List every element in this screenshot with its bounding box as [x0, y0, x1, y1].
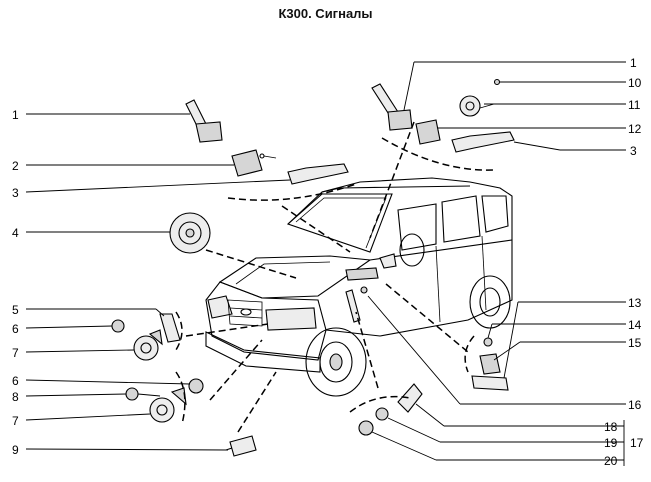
callout-14: 14 [628, 318, 642, 332]
part-17-wire [345, 286, 368, 323]
part-14-screw [483, 337, 493, 347]
part-2-switch-bracket [231, 149, 277, 177]
part-12-switch-housing [415, 119, 441, 145]
callout-20: 20 [604, 454, 618, 468]
callout-8: 8 [12, 390, 19, 404]
callout-10: 10 [628, 76, 642, 90]
part-5-bracket [159, 313, 181, 343]
callout-16: 16 [628, 398, 642, 412]
part-16-horn-button [345, 267, 379, 281]
car-illustration [205, 177, 513, 397]
callout-1: 1 [630, 56, 637, 70]
part-6-nut-bottom [188, 378, 204, 394]
part-13-bracket [471, 375, 509, 391]
part-4-horn-round [169, 212, 211, 254]
callout-12: 12 [628, 122, 642, 136]
part-10-screw [493, 78, 501, 86]
callout-4: 4 [12, 226, 19, 240]
part-8-bolt [125, 387, 161, 401]
part-19-nut [375, 407, 389, 421]
callout-17: 17 [630, 436, 644, 450]
callout-13: 13 [628, 296, 642, 310]
callout-19: 19 [604, 436, 618, 450]
callout-15: 15 [628, 336, 642, 350]
part-7-horn-top [133, 329, 163, 361]
callout-2: 2 [12, 159, 19, 173]
callout-7: 7 [12, 414, 19, 428]
part-9-sensor [225, 435, 257, 457]
part-15-switch [479, 353, 501, 375]
part-1-left-stalk [185, 99, 223, 143]
callout-9: 9 [12, 443, 19, 457]
part-20-cap [358, 420, 374, 436]
callout-6: 6 [12, 322, 19, 336]
leader-lines [25, 61, 626, 466]
dashed-assembly-lines [175, 121, 495, 433]
part-7-horn-bottom [149, 387, 187, 423]
callout-7: 7 [12, 346, 19, 360]
callout-numbers: 1 2 3 4 5 6 7 6 8 7 9 1 10 11 12 3 13 14… [12, 56, 644, 468]
part-1-right-stalk [371, 83, 413, 131]
callout-18: 18 [604, 420, 618, 434]
callout-5: 5 [12, 303, 19, 317]
part-11-switch-ring [459, 95, 495, 117]
part-3-left-wiper-stalk [287, 163, 349, 185]
part-6-nut-top [111, 319, 125, 333]
callout-11: 11 [628, 98, 641, 112]
callout-3: 3 [12, 186, 19, 200]
part-18-bulb-socket [397, 383, 423, 413]
callout-3: 3 [630, 144, 637, 158]
callout-1: 1 [12, 108, 19, 122]
callout-6: 6 [12, 374, 19, 388]
diagram-title: К300. Сигналы [278, 6, 373, 21]
part-3-right-wiper-stalk [451, 131, 515, 153]
